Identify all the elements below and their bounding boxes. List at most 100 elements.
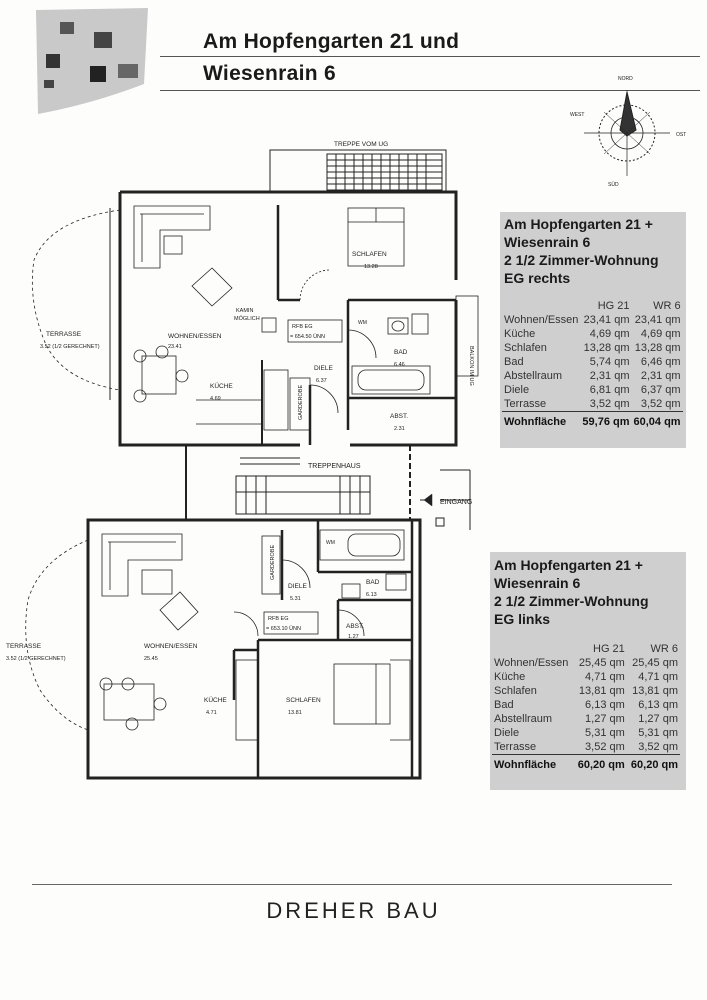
label-upper-schlafen-val: 13.28 [364, 264, 378, 270]
room-area: 25,45 qm [632, 657, 678, 669]
label-upper-wohnen: WOHNEN/ESSEN [168, 333, 222, 340]
total-label: Wohnfläche [492, 754, 574, 772]
room-area: 1,27 qm [638, 713, 678, 725]
room-area: 4,71 qm [585, 671, 625, 683]
room-area: 2,31 qm [589, 370, 630, 382]
room-name: Bad [504, 356, 524, 368]
total-value: 60,20 qm [573, 754, 627, 772]
label-upper-abst-val: 2.31 [394, 426, 405, 432]
total-value: 60,04 qm [631, 411, 683, 429]
label-upper-abst: ABST. [390, 413, 408, 420]
room-area: 1,27 qm [585, 713, 625, 725]
compass-north: NORD [618, 76, 633, 82]
footer-divider [32, 884, 672, 885]
page-title-line2: Wiesenrain 6 [203, 62, 336, 85]
room-name: Abstellraum [494, 713, 553, 725]
room-area: 3,52 qm [589, 398, 630, 410]
room-area: 13,28 qm [634, 342, 681, 354]
label-lower-terrasse: TERRASSE [6, 643, 42, 650]
col-header: HG 21 [593, 643, 625, 655]
col-header: WR 6 [653, 300, 681, 312]
room-name: Schlafen [504, 342, 547, 354]
label-lower-terrasse-val: 3.52 (1/2 GERECHNET) [6, 656, 66, 662]
label-lower-diele-val: 5.31 [290, 596, 301, 602]
label-lower-abst-val: 1.27 [348, 634, 359, 640]
title-divider [160, 56, 700, 57]
label-lower-wm: WM [326, 540, 335, 546]
label-lower-bad-val: 6.13 [366, 592, 377, 598]
box-line4: EG rechts [504, 270, 571, 286]
box-line3: 2 1/2 Zimmer-Wohnung [504, 252, 659, 268]
col-header: WR 6 [650, 643, 679, 655]
room-area: 6,46 qm [640, 356, 681, 368]
area-row: Abstellraum 1,27 qm 1,27 qm [492, 712, 680, 726]
area-row: Bad 5,74 qm 6,46 qm [502, 355, 683, 369]
label-lower-rfb: RFB EG [268, 616, 288, 622]
area-row: Schlafen 13,81 qm 13,81 qm [492, 684, 680, 698]
label-lower-schlafen-val: 13.81 [288, 710, 302, 716]
room-area: 13,28 qm [583, 342, 630, 354]
area-row: Küche 4,69 qm 4,69 qm [502, 327, 683, 341]
box-line2: Wiesenrain 6 [504, 234, 591, 250]
box-line4: EG links [494, 611, 551, 627]
room-area: 3,52 qm [640, 398, 681, 410]
col-header: HG 21 [597, 300, 630, 312]
compass-east: OST [676, 132, 686, 138]
room-area: 6,13 qm [585, 699, 625, 711]
label-upper-terrasse-val: 3.52 (1/2 GERECHNET) [40, 344, 100, 350]
page-title-line1: Am Hopfengarten 21 und [203, 30, 460, 53]
label-eingang: EINGANG [440, 499, 472, 506]
box-line2: Wiesenrain 6 [494, 575, 581, 591]
room-area: 3,52 qm [585, 741, 625, 753]
room-name: Schlafen [494, 685, 537, 697]
label-lower-rfb2: = 653.10 ÜNN [266, 625, 301, 632]
room-area: 6,37 qm [640, 384, 681, 396]
room-area: 13,81 qm [578, 685, 625, 697]
box-line1: Am Hopfengarten 21 + [494, 557, 643, 573]
room-area: 13,81 qm [632, 685, 678, 697]
room-name: Wohnen/Essen [504, 314, 579, 326]
label-upper-wohnen-val: 23.41 [168, 344, 182, 350]
total-value: 60,20 qm [626, 754, 680, 772]
label-lower-wohnen-val: 25.45 [144, 656, 158, 662]
room-name: Terrasse [504, 398, 547, 410]
room-area: 6,81 qm [589, 384, 630, 396]
label-upper-terrasse: TERRASSE [46, 331, 82, 338]
label-lower-wohnen: WOHNEN/ESSEN [144, 643, 198, 650]
label-upper-rfb: RFB EG [292, 324, 312, 330]
room-area: 5,31 qm [638, 727, 678, 739]
label-stair-top: TREPPE VOM UG [334, 141, 388, 148]
total-value: 59,76 qm [580, 411, 632, 429]
brand-logo-text: DREHER BAU [266, 898, 441, 923]
room-name: Diele [494, 727, 520, 739]
area-box-eg-rechts: Am Hopfengarten 21 + Wiesenrain 6 2 1/2 … [500, 212, 686, 448]
room-name: Terrasse [494, 741, 537, 753]
label-upper-kueche-val: 4.69 [210, 396, 221, 402]
label-upper-garderobe: GARDEROBE [298, 385, 304, 420]
label-balkon: BALKON IM UG [468, 346, 474, 386]
box-line1: Am Hopfengarten 21 + [504, 216, 653, 232]
room-name: Küche [504, 328, 536, 340]
room-area: 4,69 qm [640, 328, 681, 340]
room-area: 2,31 qm [640, 370, 681, 382]
room-name: Abstellraum [504, 370, 563, 382]
room-area: 4,69 qm [589, 328, 630, 340]
label-lower-schlafen: SCHLAFEN [286, 697, 321, 704]
room-area: 6,13 qm [638, 699, 678, 711]
room-area: 23,41 qm [583, 314, 630, 326]
title-divider-2 [160, 90, 700, 91]
room-area: 5,74 qm [589, 356, 630, 368]
label-treppenhaus: TREPPENHAUS [308, 463, 361, 470]
area-row: Schlafen 13,28 qm 13,28 qm [502, 341, 683, 355]
area-row: Terrasse 3,52 qm 3,52 qm [502, 397, 683, 412]
label-upper-kueche: KÜCHE [210, 382, 233, 390]
